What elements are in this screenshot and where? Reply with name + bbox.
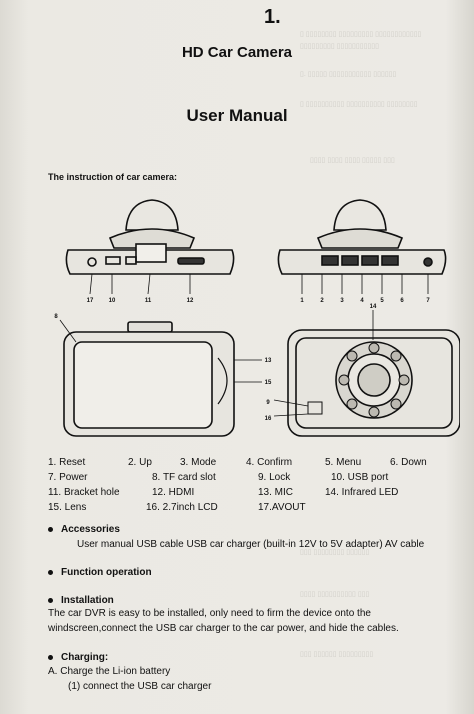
page-number: 1. <box>264 6 281 28</box>
charging-text-line: A. Charge the Li-ion battery <box>48 666 171 677</box>
part-item: 10. USB port <box>331 472 389 483</box>
installation-heading: Installation <box>48 595 114 606</box>
accessories-items: User manual USB cable USB car charger (b… <box>77 539 425 550</box>
part-item: 16. 2.7inch LCD <box>146 502 218 513</box>
part-item: 14. Infrared LED <box>325 487 399 498</box>
callout-number: 12 <box>187 298 194 304</box>
bullet-icon <box>48 654 53 660</box>
part-item: 8. TF card slot <box>152 472 216 483</box>
bleed-through-text: ▯▯▯▯▯▯▯▯▯ ▯▯▯▯▯▯▯▯▯▯▯ <box>300 43 379 50</box>
function-operation-heading: Function operation <box>48 567 152 578</box>
part-item: 15. Lens <box>48 502 87 513</box>
bleed-through-text: ▯. ▯▯▯▯▯ ▯▯▯▯▯▯▯▯▯▯▯ ▯▯▯▯▯▯ <box>300 71 397 78</box>
part-item: 4. Confirm <box>246 457 293 468</box>
manual-title: HD Car Camera <box>181 44 293 61</box>
manual-subtitle: User Manual <box>186 106 288 125</box>
camera-back-view <box>59 319 262 437</box>
bleed-through-text: ▯▯▯ ▯▯▯▯▯▯▯▯ ▯▯▯▯▯▯ <box>300 549 370 556</box>
installation-text-line: windscreen,connect the USB car charger t… <box>48 623 399 634</box>
part-item: 6. Down <box>390 457 427 468</box>
callout-number: 4 <box>360 298 364 304</box>
part-item: 5. Menu <box>325 457 362 468</box>
callout-number: 1 <box>300 298 304 304</box>
callout-number: 6 <box>400 298 404 304</box>
callout-number: 15 <box>265 380 272 386</box>
part-item: 2. Up <box>128 457 152 468</box>
part-item: 1. Reset <box>48 457 86 468</box>
part-item: 3. Mode <box>180 457 217 468</box>
callout-number: 11 <box>145 298 152 304</box>
bleed-through-text: ▯ ▯▯▯▯▯▯▯▯▯▯ ▯▯▯▯▯▯▯▯▯▯ ▯▯▯▯▯▯▯▯ <box>300 101 418 108</box>
part-item: 7. Power <box>48 472 88 483</box>
accessories-heading: Accessories <box>48 524 120 535</box>
bullet-icon <box>48 597 53 603</box>
callout-number: 17 <box>87 298 94 304</box>
bullet-icon <box>48 526 53 532</box>
callout-number: 8 <box>54 314 58 320</box>
camera-front-view <box>273 310 460 437</box>
charging-heading: Charging: <box>48 652 108 663</box>
camera-top-view-left <box>65 199 235 275</box>
callout-number: 14 <box>370 304 377 310</box>
camera-top-view-right <box>277 199 447 275</box>
callout-number: 5 <box>380 298 384 304</box>
instruction-heading: The instruction of car camera: <box>48 172 178 182</box>
bleed-through-text: ▯▯▯▯ ▯▯▯▯▯▯▯▯▯▯ ▯▯▯ <box>300 591 370 598</box>
part-item: 9. Lock <box>258 472 291 483</box>
part-item: 12. HDMI <box>152 487 195 498</box>
part-item: 11. Bracket hole <box>48 487 120 498</box>
callout-number: 2 <box>320 298 324 304</box>
callout-number: 9 <box>266 400 270 406</box>
callout-number: 10 <box>109 298 116 304</box>
charging-text-line: (1) connect the USB car charger <box>68 681 212 692</box>
callout-number: 7 <box>426 298 430 304</box>
callout-number: 13 <box>265 358 272 364</box>
installation-text-line: The car DVR is easy to be installed, onl… <box>48 608 371 619</box>
part-item: 13. MIC <box>258 487 294 498</box>
bullet-icon <box>48 569 53 575</box>
part-item: 17.AVOUT <box>258 502 306 513</box>
callout-number: 16 <box>265 416 272 422</box>
bleed-through-text: ▯ ▯▯▯▯▯▯▯▯ ▯▯▯▯▯▯▯▯▯ ▯▯▯▯▯▯▯▯▯▯▯▯ <box>300 31 422 38</box>
callout-number: 3 <box>340 298 344 304</box>
bleed-through-text: ▯▯▯▯ ▯▯▯▯ ▯▯▯▯ ▯▯▯▯▯ ▯▯▯ <box>310 157 395 164</box>
bleed-through-text: ▯▯▯ ▯▯▯▯▯▯ ▯▯▯▯▯▯▯▯▯ <box>300 651 374 658</box>
